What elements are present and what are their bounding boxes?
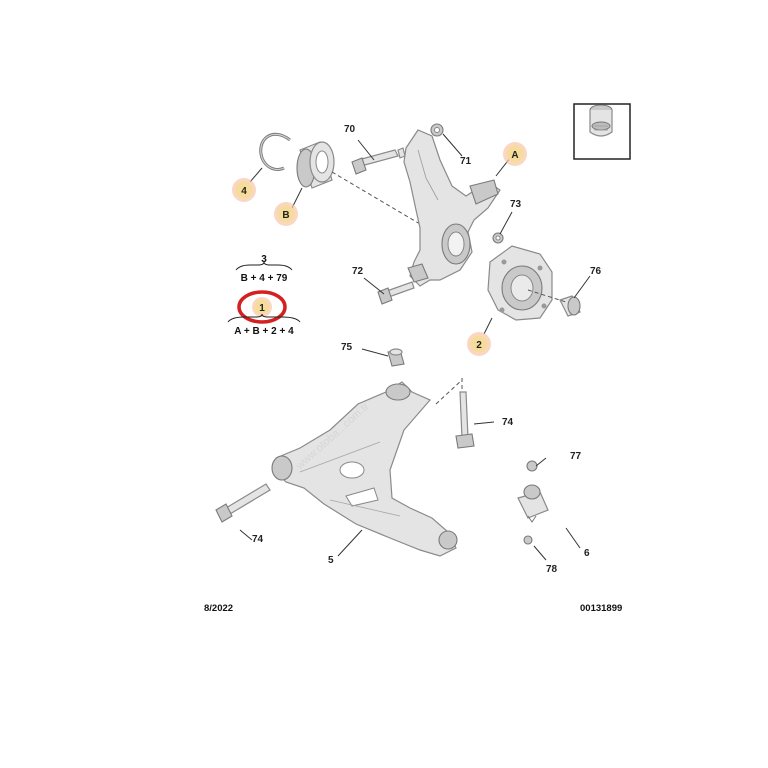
- svg-text:A: A: [511, 150, 518, 161]
- callout-72: 72: [352, 266, 364, 277]
- svg-text:4: 4: [241, 186, 247, 197]
- callout-78: 78: [546, 564, 558, 575]
- steering-knuckle: [403, 129, 501, 287]
- callout-77: 77: [570, 451, 582, 462]
- nut-75: [387, 348, 405, 367]
- callout-76: 76: [590, 266, 602, 277]
- bubble-4: 4: [232, 178, 256, 202]
- assembly-axis-line: [331, 171, 421, 225]
- callout-5: 5: [328, 555, 334, 566]
- wheel-bearing: [296, 141, 335, 189]
- bolt-74-vertical: [455, 391, 475, 449]
- footer-code: 00131899: [580, 603, 622, 614]
- callout-73: 73: [510, 199, 522, 210]
- bubble-2: 2: [467, 332, 491, 356]
- wheel-hub: [487, 245, 553, 321]
- assembly-formulas: 3 B + 4 + 79 1 A + B + 2 + 4: [227, 254, 301, 337]
- leader-lines: [239, 133, 591, 561]
- circlip: [259, 132, 291, 172]
- bushing-76: [559, 295, 581, 317]
- svg-text:1: 1: [259, 303, 265, 314]
- formula-top-number: 3: [261, 254, 267, 265]
- callout-74-right: 74: [502, 417, 514, 428]
- bolt-72: [377, 281, 415, 305]
- inset-box: [573, 103, 631, 160]
- callout-74-left: 74: [252, 534, 264, 545]
- callout-70: 70: [344, 124, 356, 135]
- svg-text:2: 2: [476, 340, 482, 351]
- lower-control-arm: [271, 381, 458, 557]
- bubble-B: B: [274, 202, 298, 226]
- bolt-70: [351, 147, 406, 175]
- callout-6: 6: [584, 548, 590, 559]
- formula-top-expression: B + 4 + 79: [241, 273, 288, 284]
- mount-axis-line: [435, 378, 463, 405]
- callout-71: 71: [460, 156, 472, 167]
- svg-text:B: B: [282, 210, 289, 221]
- bolt-74-left: [215, 483, 271, 523]
- ball-joint: [517, 460, 549, 545]
- nut-71: [430, 123, 444, 137]
- rivet-nut-icon: [589, 104, 613, 137]
- callout-75: 75: [341, 342, 353, 353]
- footer-date: 8/2022: [204, 603, 233, 614]
- bubble-1-highlighted: 1: [237, 290, 287, 324]
- nut-73: [492, 232, 504, 244]
- formula-bottom-expression: A + B + 2 + 4: [234, 326, 294, 337]
- bubble-A: A: [503, 142, 527, 166]
